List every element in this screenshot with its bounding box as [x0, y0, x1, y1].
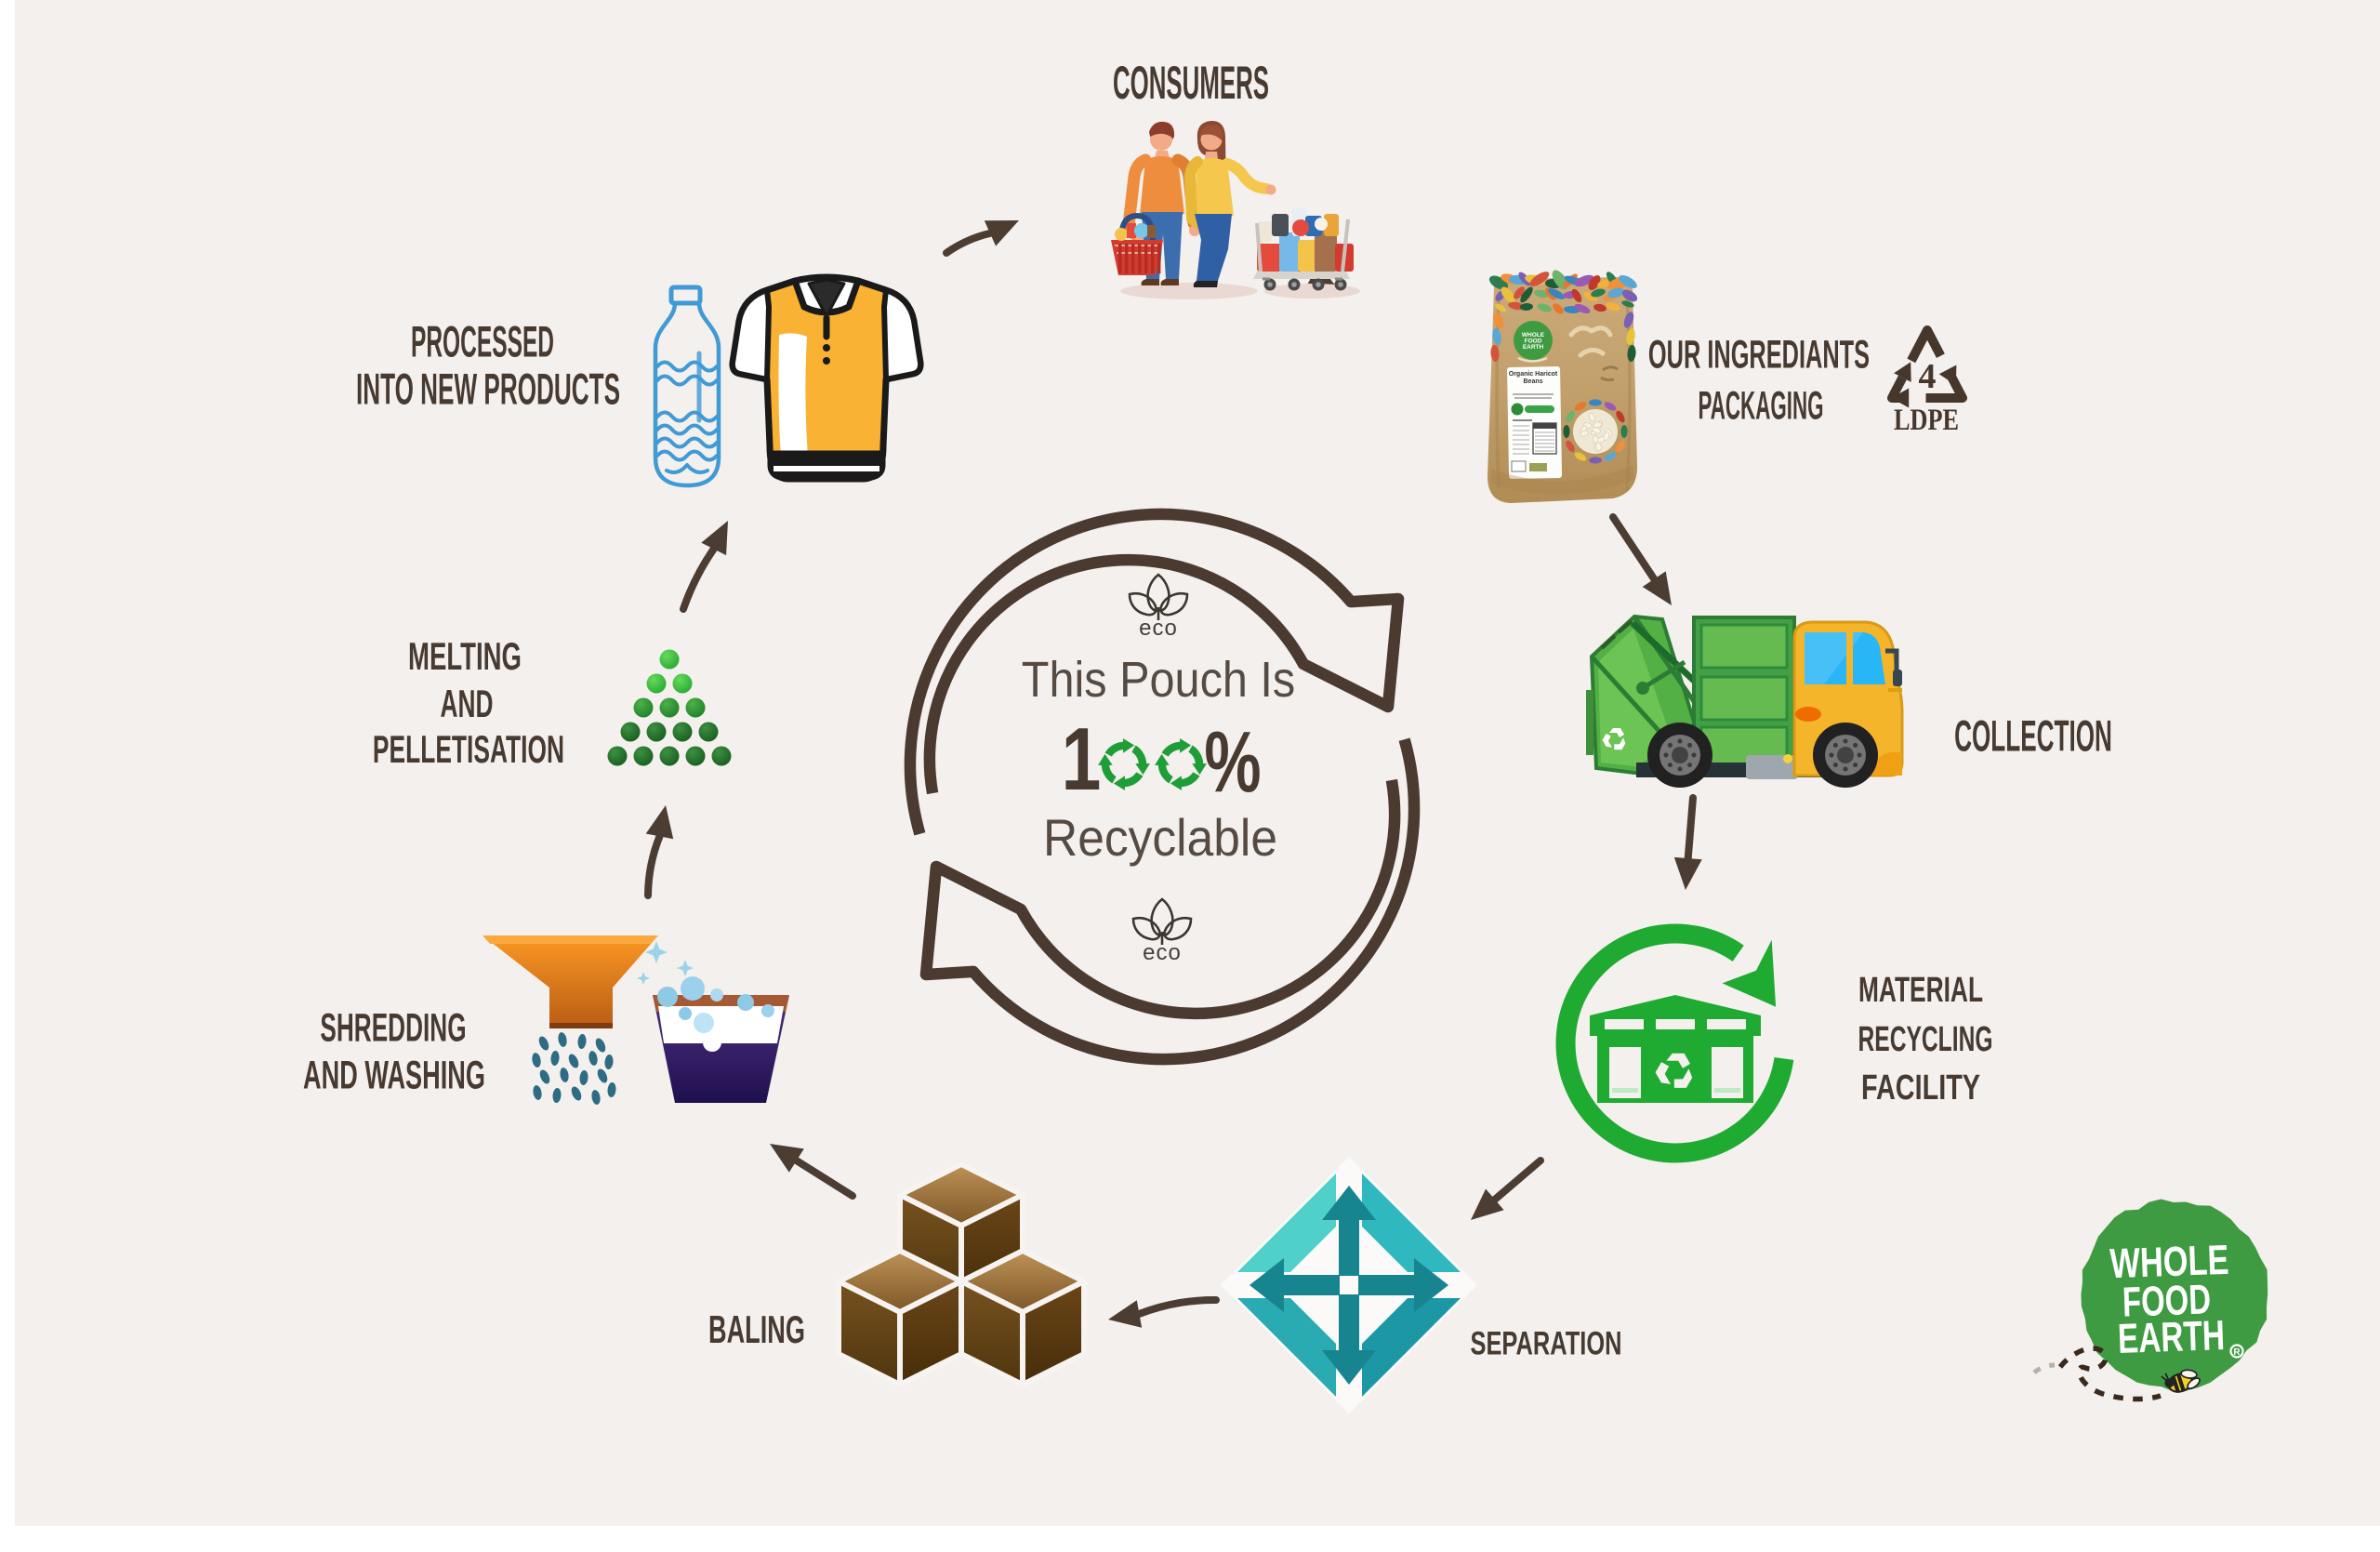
svg-text:WHOLE: WHOLE: [1522, 332, 1545, 338]
svg-text:WHOLE: WHOLE: [2109, 1236, 2230, 1287]
svg-text:Beans: Beans: [1523, 378, 1542, 385]
svg-text:R: R: [2233, 1347, 2241, 1358]
svg-text:EARTH: EARTH: [1523, 344, 1544, 351]
svg-text:FOOD: FOOD: [1525, 338, 1542, 345]
svg-text:eco: eco: [1143, 940, 1182, 965]
svg-text:LDPE: LDPE: [1894, 404, 1959, 437]
svg-text:eco: eco: [1139, 616, 1178, 641]
svg-text:EARTH: EARTH: [2117, 1311, 2226, 1362]
svg-text:FOOD: FOOD: [2122, 1275, 2212, 1325]
svg-text:4: 4: [1919, 357, 1937, 396]
svg-text:Organic Haricot: Organic Haricot: [1509, 371, 1558, 378]
